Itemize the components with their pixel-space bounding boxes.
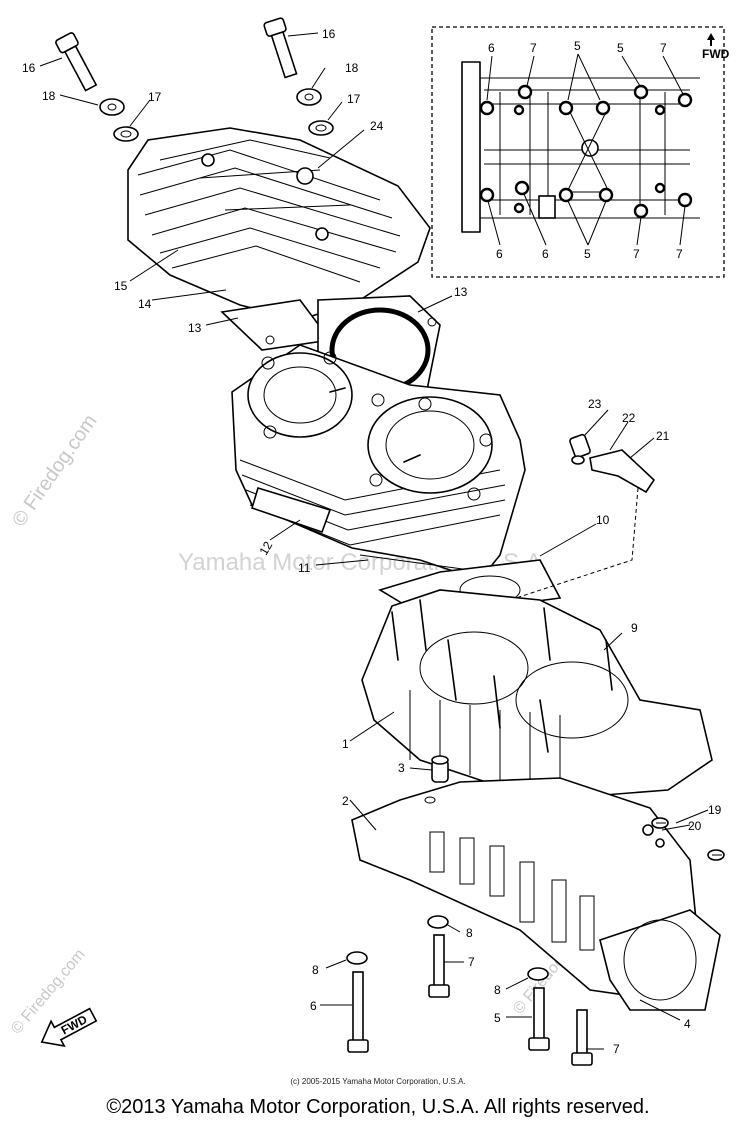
part-labels: 16 16 18 18 17 17 24 15 14 13 13 23 22 2… xyxy=(22,27,722,1056)
inset-top-label: 5 xyxy=(574,39,581,53)
footer-small-copyright: (c) 2005-2015 Yamaha Motor Corporation, … xyxy=(290,1077,466,1086)
footer-copyright: ©2013 Yamaha Motor Corporation, U.S.A. A… xyxy=(106,1096,650,1118)
part-label: 14 xyxy=(138,297,152,311)
part-label: 13 xyxy=(188,321,202,335)
part-label: 8 xyxy=(466,926,473,940)
part-label: 18 xyxy=(42,89,56,103)
oil-fittings xyxy=(509,433,656,601)
part-label: 17 xyxy=(347,92,361,106)
part-label: 4 xyxy=(684,1017,691,1031)
lower-crankcase xyxy=(351,777,721,1011)
upper-crankcase xyxy=(361,589,713,801)
knock-pin xyxy=(431,755,449,783)
watermark-side: © Firedog.com xyxy=(8,411,101,531)
part-label: 21 xyxy=(656,429,670,443)
cylinder-block xyxy=(231,344,526,581)
fwd-arrow: FWD xyxy=(40,1007,98,1048)
inset-bottom-label: 6 xyxy=(542,247,549,261)
part-label: 7 xyxy=(468,955,475,969)
inset-top-label: 7 xyxy=(530,41,537,55)
part-label: 13 xyxy=(454,285,468,299)
part-label: 19 xyxy=(708,803,722,817)
part-label: 24 xyxy=(370,119,384,133)
leader-lines xyxy=(39,32,709,1050)
inset-top-label: 6 xyxy=(488,41,495,55)
head-bolts xyxy=(55,17,334,142)
part-label: 23 xyxy=(588,397,602,411)
part-label: 11 xyxy=(298,561,311,575)
inset-bottom-label: 7 xyxy=(633,247,640,261)
crankcase-bolts xyxy=(346,915,593,1066)
part-label: 22 xyxy=(622,411,636,425)
cylinder-head xyxy=(127,127,431,321)
part-label: 12 xyxy=(256,539,275,558)
part-label: 15 xyxy=(114,279,128,293)
inset-bottom-label: 7 xyxy=(676,247,683,261)
inset-top-label: 7 xyxy=(660,41,667,55)
inset-bottom-label: 6 xyxy=(496,247,503,261)
part-label: 20 xyxy=(688,819,702,833)
part-label: 10 xyxy=(596,513,610,527)
part-label: 9 xyxy=(631,621,638,635)
tightening-sequence-inset: FWD 6 7 5 5 7 6 6 5 7 7 xyxy=(431,26,730,278)
drain-screws xyxy=(651,817,725,861)
part-label: 1 xyxy=(342,737,349,751)
part-label: 17 xyxy=(148,90,162,104)
part-label: 8 xyxy=(494,983,501,997)
part-label: 2 xyxy=(342,794,349,808)
part-label: 16 xyxy=(22,61,36,75)
inset-top-label: 5 xyxy=(617,41,624,55)
part-label: 18 xyxy=(345,61,359,75)
inset-fwd-label: FWD xyxy=(702,47,730,61)
part-label: 16 xyxy=(322,27,336,41)
part-label: 7 xyxy=(613,1042,620,1056)
inset-bottom-label: 5 xyxy=(584,247,591,261)
part-label: 5 xyxy=(494,1011,501,1025)
part-label: 6 xyxy=(310,999,317,1013)
part-label: 8 xyxy=(312,963,319,977)
part-label: 3 xyxy=(398,761,405,775)
